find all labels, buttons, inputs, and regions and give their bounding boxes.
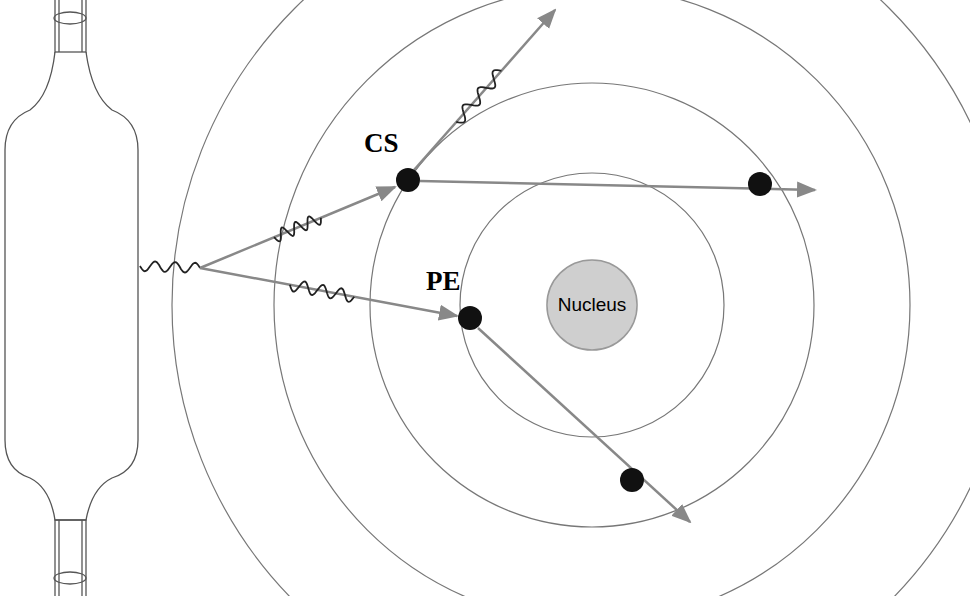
interaction-label: PE bbox=[426, 266, 461, 297]
nucleus-fill bbox=[547, 260, 637, 350]
interaction-label: CS bbox=[364, 128, 399, 159]
electron-path bbox=[478, 328, 690, 522]
xray-tube bbox=[5, 0, 138, 596]
incident-photon bbox=[140, 262, 200, 273]
electrons bbox=[396, 168, 772, 492]
photon-wave bbox=[290, 282, 354, 302]
photon-path bbox=[200, 268, 457, 316]
photon-path bbox=[200, 187, 395, 268]
scattered-photon-wave bbox=[456, 70, 501, 122]
nucleus-circle: Nucleus bbox=[546, 259, 638, 351]
nucleus-label: Nucleus bbox=[558, 294, 627, 316]
scattered-photon-path bbox=[414, 10, 555, 170]
photon-wave bbox=[274, 216, 321, 241]
electron-shells bbox=[172, 0, 970, 596]
radiation-paths bbox=[140, 10, 815, 522]
